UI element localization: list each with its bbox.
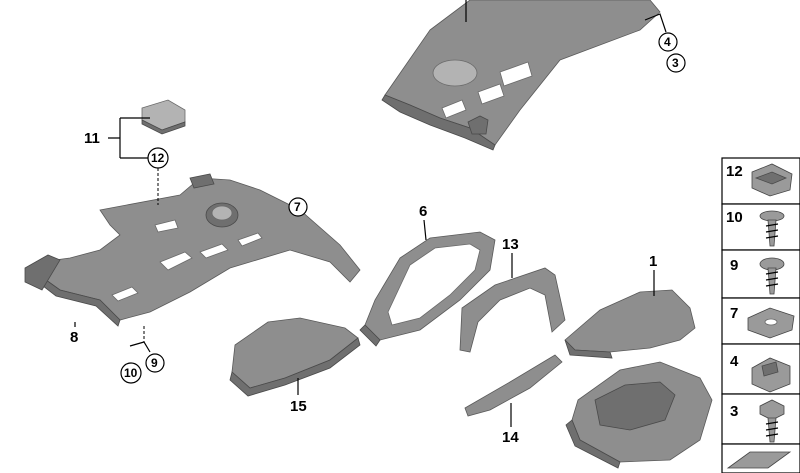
fastener-label-12: 12 (726, 163, 743, 180)
steering-column-shroud-lower (565, 361, 713, 469)
steering-column-shroud-upper-part-1 (564, 289, 696, 359)
callout-6: 6 (419, 203, 427, 220)
callout-13: 13 (502, 236, 519, 253)
fastener-label-10: 10 (726, 209, 743, 226)
fastener-label-7: 7 (730, 305, 738, 322)
callout-3: 3 (672, 56, 679, 70)
trim-strip-part-14 (464, 354, 563, 417)
cap-part-11 (141, 99, 186, 135)
fastener-label-3: 3 (730, 403, 738, 420)
lower-carrier-part-8 (24, 173, 361, 327)
callout-10: 10 (124, 366, 138, 380)
callout-7: 7 (294, 200, 301, 214)
fastener-panel: 12 10 9 7 4 3 (721, 157, 800, 473)
callout-14: 14 (502, 429, 519, 446)
trim-bracket-part-13 (459, 267, 566, 353)
callout-12: 12 (151, 151, 165, 165)
callout-4: 4 (664, 35, 671, 49)
callout-9: 9 (151, 356, 158, 370)
callout-11: 11 (84, 130, 100, 147)
callout-1: 1 (649, 253, 657, 270)
callout-15: 15 (290, 398, 307, 415)
trim-frame-part-6 (359, 231, 496, 347)
fastener-label-4: 4 (730, 353, 739, 370)
fastener-label-9: 9 (730, 257, 738, 274)
callout-8: 8 (70, 329, 78, 346)
storage-tray-part-15 (229, 317, 361, 397)
upper-trim-panel (381, 0, 667, 151)
callouts: 1 4 3 6 7 8 9 10 11 12 13 14 15 (70, 32, 686, 446)
